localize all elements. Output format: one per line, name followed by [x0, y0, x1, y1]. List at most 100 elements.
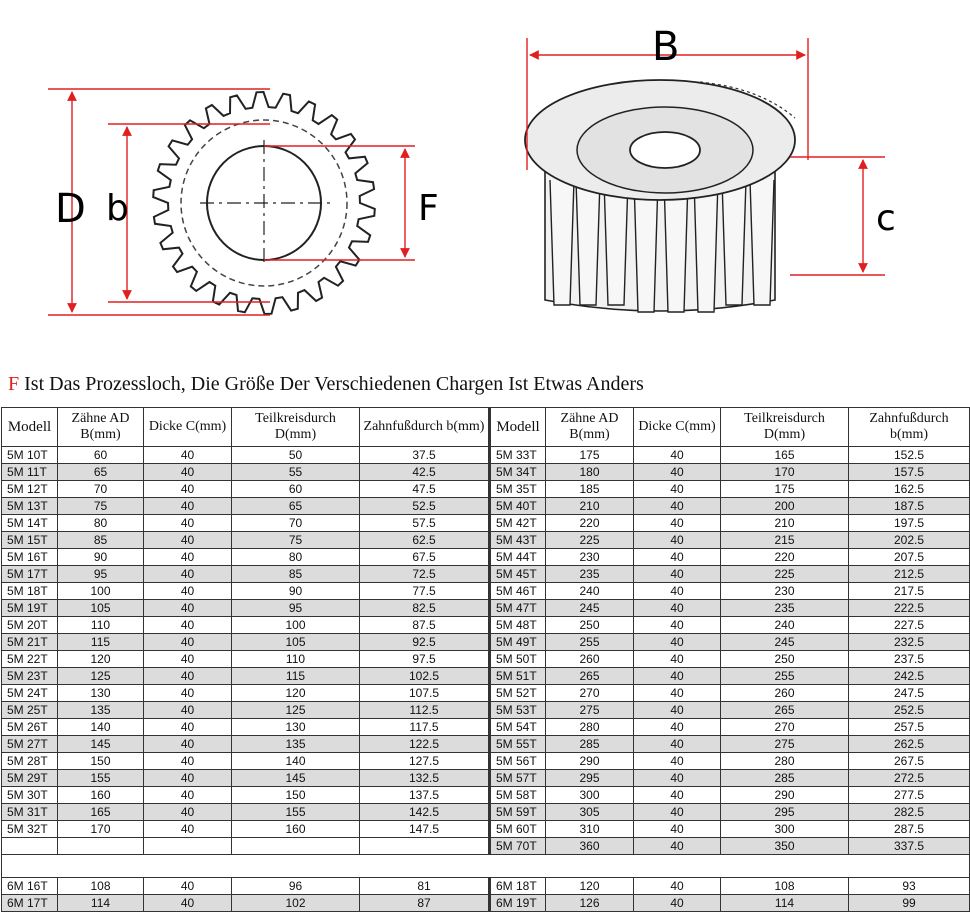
cell-dicke: 40 — [143, 463, 232, 481]
cell-zahne-ad-right: 240 — [545, 582, 634, 600]
cell-zahne-ad-right: 235 — [545, 565, 634, 583]
cell-zahne-ad: 150 — [57, 752, 144, 770]
cell-teilkreis: 145 — [231, 769, 360, 787]
cell-teilkreis-right: 230 — [720, 582, 849, 600]
cell-zahnfuss-right: 257.5 — [848, 718, 970, 736]
cell-modell: 5M 30T — [1, 786, 58, 804]
cell-teilkreis: 102 — [231, 894, 360, 912]
cell-dicke-right: 40 — [633, 463, 721, 481]
cell-dicke: 40 — [143, 599, 232, 617]
side-tooth — [693, 179, 719, 313]
cell-modell: 5M 24T — [1, 684, 58, 702]
cell-zahnfuss-right: 242.5 — [848, 667, 970, 685]
cell-modell: 5M 25T — [1, 701, 58, 719]
cell-dicke-right: 40 — [633, 548, 721, 566]
cell-teilkreis: 70 — [231, 514, 360, 532]
cell-zahnfuss: 57.5 — [359, 514, 490, 532]
cell-dicke: 40 — [143, 718, 232, 736]
cell-zahne-ad: 110 — [57, 616, 144, 634]
cell-dicke: 40 — [143, 548, 232, 566]
cell-teilkreis: 96 — [231, 877, 360, 895]
cell-zahnfuss-right: 282.5 — [848, 803, 970, 821]
cell-zahne-ad-right: 290 — [545, 752, 634, 770]
cell-zahne-ad-right: 185 — [545, 480, 634, 498]
cell-dicke-right: 40 — [633, 684, 721, 702]
cell-dicke: 40 — [143, 735, 232, 753]
cell-modell: 5M 15T — [1, 531, 58, 549]
cell-zahnfuss: 137.5 — [359, 786, 490, 804]
cell-dicke-right: 40 — [633, 582, 721, 600]
cell-modell: 5M 12T — [1, 480, 58, 498]
cell-modell: 5M 17T — [1, 565, 58, 583]
cell-teilkreis-right: 255 — [720, 667, 849, 685]
side-tooth — [663, 179, 689, 313]
cell-zahne-ad-right: 265 — [545, 667, 634, 685]
cell-zahnfuss-right: 207.5 — [848, 548, 970, 566]
cell-zahnfuss: 102.5 — [359, 667, 490, 685]
cell-teilkreis: 120 — [231, 684, 360, 702]
cell-zahne-ad: 70 — [57, 480, 144, 498]
cell-zahnfuss-right: 152.5 — [848, 446, 970, 464]
cell-modell-right: 5M 40T — [488, 497, 546, 515]
cell-dicke: 40 — [143, 820, 232, 838]
empty-cell — [1, 837, 58, 855]
cell-zahnfuss-right: 287.5 — [848, 820, 970, 838]
header-modell-right: Modell — [488, 407, 546, 447]
cell-modell: 5M 21T — [1, 633, 58, 651]
cell-modell-right: 5M 51T — [488, 667, 546, 685]
gear-spec-table: Modell Zähne AD B(mm) Dicke C(mm) Teilkr… — [1, 407, 970, 912]
cell-teilkreis-right: 175 — [720, 480, 849, 498]
cell-zahnfuss: 82.5 — [359, 599, 490, 617]
cell-teilkreis-right: 290 — [720, 786, 849, 804]
cell-modell-right: 5M 59T — [488, 803, 546, 821]
cell-dicke-right: 40 — [633, 616, 721, 634]
cell-modell-right: 5M 49T — [488, 633, 546, 651]
cell-dicke: 40 — [143, 565, 232, 583]
cell-modell: 5M 29T — [1, 769, 58, 787]
header-zahnfuss-right: Zahnfußdurch b(mm) — [848, 407, 970, 447]
cell-zahnfuss: 92.5 — [359, 633, 490, 651]
pitch-circle — [180, 119, 348, 287]
cell-modell: 5M 10T — [1, 446, 58, 464]
empty-cell — [143, 837, 232, 855]
cell-zahne-ad: 108 — [57, 877, 144, 895]
header-modell: Modell — [1, 407, 58, 447]
label-D: D — [55, 186, 86, 232]
cell-zahne-ad: 65 — [57, 463, 144, 481]
cell-zahne-ad-right: 245 — [545, 599, 634, 617]
cell-dicke: 40 — [143, 667, 232, 685]
cell-modell-right: 5M 43T — [488, 531, 546, 549]
cell-zahnfuss-right: 93 — [848, 877, 970, 895]
cell-zahnfuss-right: 157.5 — [848, 463, 970, 481]
cell-zahne-ad-right: 250 — [545, 616, 634, 634]
cell-zahnfuss: 117.5 — [359, 718, 490, 736]
cell-dicke-right: 40 — [633, 803, 721, 821]
empty-cell — [231, 837, 360, 855]
cell-zahne-ad-right: 210 — [545, 497, 634, 515]
cell-zahne-ad: 115 — [57, 633, 144, 651]
cell-zahnfuss: 67.5 — [359, 548, 490, 566]
cell-zahnfuss-right: 232.5 — [848, 633, 970, 651]
cell-zahne-ad-right: 305 — [545, 803, 634, 821]
cell-teilkreis-right: 300 — [720, 820, 849, 838]
cell-zahne-ad: 155 — [57, 769, 144, 787]
cell-modell: 6M 17T — [1, 894, 58, 912]
cell-zahnfuss-right: 252.5 — [848, 701, 970, 719]
cell-zahnfuss: 42.5 — [359, 463, 490, 481]
cell-zahne-ad: 105 — [57, 599, 144, 617]
cell-zahnfuss-right: 197.5 — [848, 514, 970, 532]
side-tooth — [749, 179, 775, 306]
gear-teeth-outline — [152, 90, 376, 316]
cell-teilkreis: 55 — [231, 463, 360, 481]
